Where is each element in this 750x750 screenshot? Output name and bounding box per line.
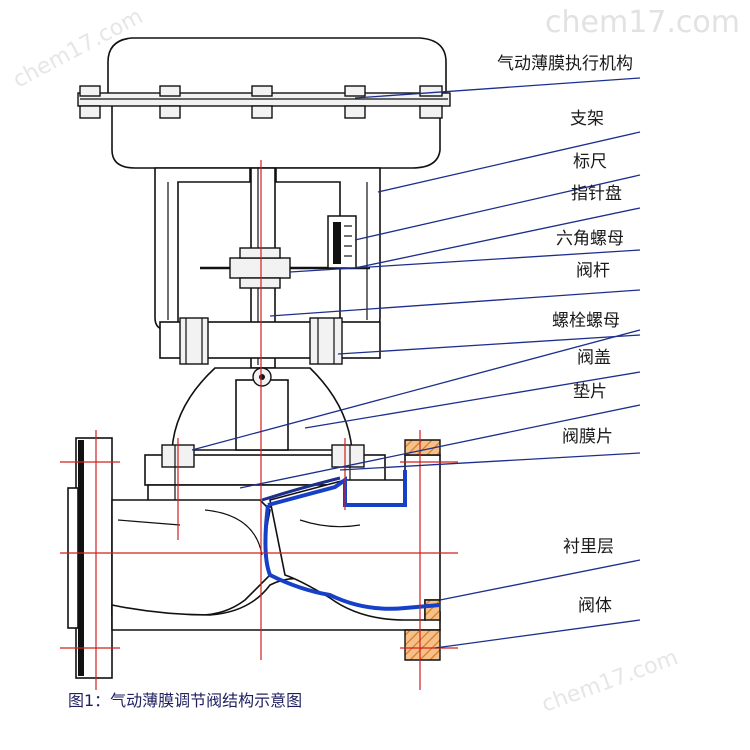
label-lining: 衬里层 <box>563 537 614 557</box>
label-bolt-nut: 螺栓螺母 <box>552 311 620 331</box>
label-bracket: 支架 <box>570 109 604 129</box>
actuator-bolts <box>79 85 443 119</box>
watermark-top: chem17.com <box>545 5 740 40</box>
label-body: 阀体 <box>578 596 612 616</box>
label-bonnet: 阀盖 <box>577 348 611 368</box>
valve-body <box>67 437 441 679</box>
scale <box>327 215 357 269</box>
centerlines <box>60 160 458 690</box>
label-diaphragm: 阀膜片 <box>562 427 613 447</box>
label-hex-nut: 六角螺母 <box>556 229 624 249</box>
leader-lines <box>191 77 641 649</box>
actuator-housing <box>77 37 451 169</box>
bonnet <box>171 367 353 451</box>
label-stem: 阀杆 <box>576 261 610 281</box>
label-pointer: 指针盘 <box>571 184 622 204</box>
watermark-bottom: chem17.com <box>539 645 682 717</box>
label-gasket: 垫片 <box>573 382 607 402</box>
figure-caption: 图1：气动薄膜调节阀结构示意图 <box>68 691 302 710</box>
yoke-bottom-plate <box>159 317 381 365</box>
part-labels: 气动薄膜执行机构 支架 标尺 指针盘 六角螺母 阀杆 螺栓螺母 阀盖 垫片 阀膜… <box>497 54 633 616</box>
label-scale: 标尺 <box>573 152 607 172</box>
label-actuator: 气动薄膜执行机构 <box>497 54 633 74</box>
